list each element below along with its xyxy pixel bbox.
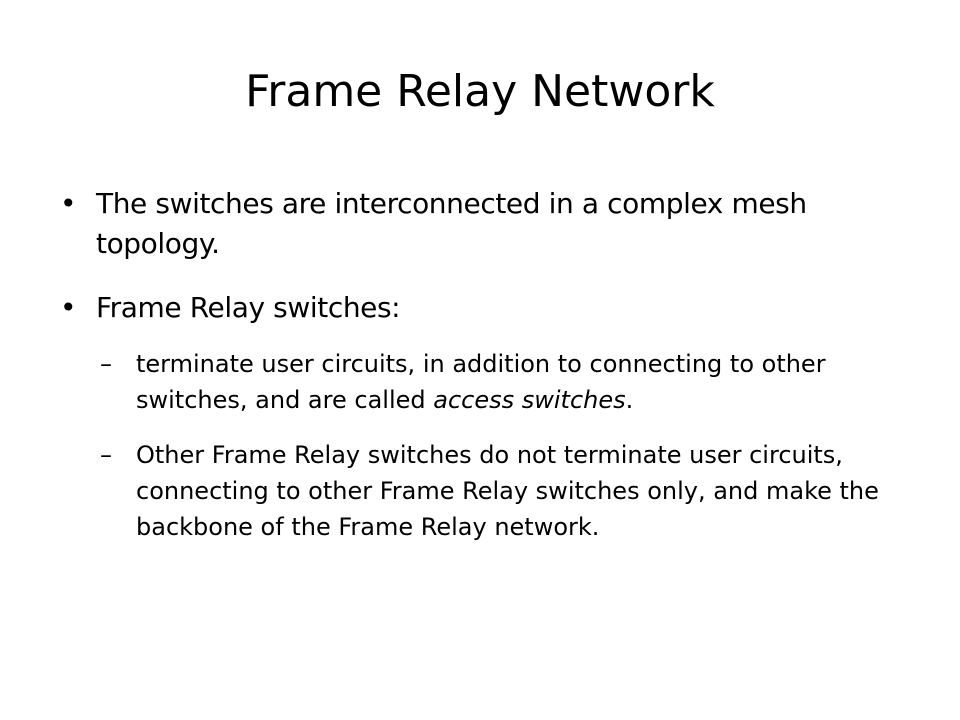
slide-body: • The switches are interconnected in a c… [60,184,910,564]
sub-bullet-emphasis: access switches [433,386,626,414]
bullet-text: The switches are interconnected in a com… [96,187,807,260]
slide-title: Frame Relay Network [245,66,715,117]
sub-bullet-item: – terminate user circuits, in addition t… [60,346,910,418]
sub-bullet-marker: – [100,350,112,378]
sub-bullet-item: – Other Frame Relay switches do not term… [60,437,910,545]
sub-bullet-text-before: terminate user circuits, in addition to … [136,350,826,414]
bullet-marker: • [60,291,77,324]
bullet-item: • Frame Relay switches: [60,288,910,328]
sub-bullet-text: Other Frame Relay switches do not termin… [136,441,879,541]
bullet-marker: • [60,187,77,220]
sub-bullet-text-after: . [625,386,634,414]
sub-bullet-marker: – [100,441,112,469]
sub-bullet-text: terminate user circuits, in addition to … [136,346,910,418]
bullet-item: • The switches are interconnected in a c… [60,184,910,264]
bullet-text: Frame Relay switches: [96,291,401,324]
